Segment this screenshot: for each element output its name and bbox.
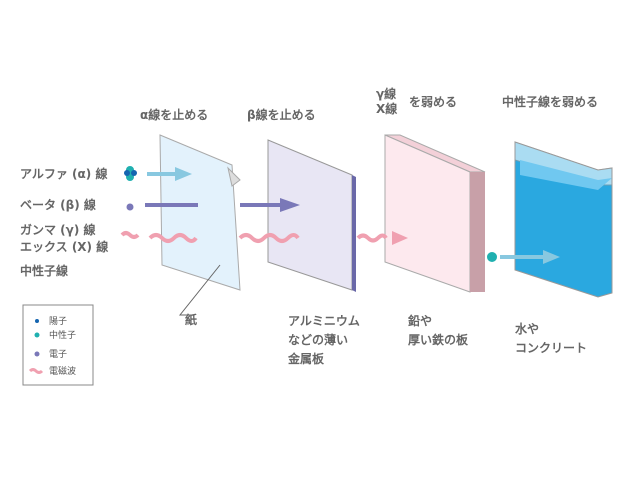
label-water: 水や コンクリート: [515, 320, 587, 358]
gamma-xray-wave: [120, 231, 408, 245]
legend-em-wave: 電磁波: [49, 367, 77, 377]
aluminum-plate: [267, 139, 356, 292]
lead-line: 鉛や: [408, 314, 433, 328]
legend-proton: 陽子: [49, 317, 68, 327]
label-paper: 紙: [185, 313, 198, 327]
heading-gamma: γ線: [376, 87, 397, 101]
aluminum-line: などの薄い: [288, 333, 349, 347]
legend-electron: 電子: [49, 350, 68, 360]
heading-alpha-stop: α線を止める: [140, 108, 209, 122]
lead-line: 厚い鉄の板: [408, 333, 469, 347]
heading-neutron-weaken: 中性子線を弱める: [502, 95, 599, 109]
heading-xray: X線: [376, 102, 398, 116]
label-aluminum: アルミニウム などの薄い 金属板: [288, 312, 360, 369]
heading-beta-stop: β線を止める: [247, 108, 316, 122]
legend-neutron: 中性子: [49, 331, 77, 341]
water-line: 水や: [515, 322, 540, 336]
label-alpha: アルファ (α) 線: [20, 167, 108, 181]
paper-sheet: [159, 134, 241, 291]
beta-arrow: [126, 198, 300, 212]
heading-weaken: を弱める: [409, 95, 458, 109]
legend-box: [22, 304, 94, 386]
label-lead: 鉛や 厚い鉄の板: [408, 312, 468, 350]
aluminum-line: 金属板: [288, 352, 325, 366]
lead-block: [384, 134, 486, 293]
neutron-arrow: [487, 250, 560, 264]
label-neutron: 中性子線: [20, 264, 69, 278]
aluminum-line: アルミニウム: [288, 314, 360, 328]
water-tank: [514, 141, 613, 298]
water-line: コンクリート: [515, 341, 588, 355]
label-xray: エックス (X) 線: [20, 240, 109, 254]
label-gamma: ガンマ (γ) 線: [20, 223, 96, 237]
alpha-arrow: [124, 166, 192, 181]
label-beta: ベータ (β) 線: [20, 198, 96, 212]
